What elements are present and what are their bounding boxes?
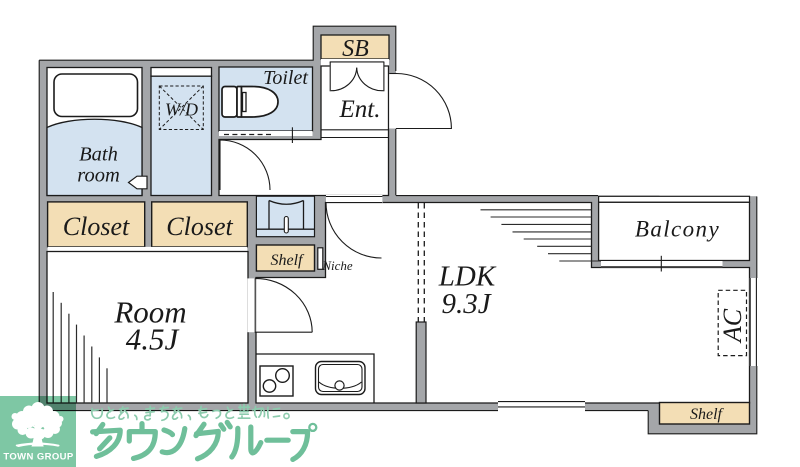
svg-text:Niche: Niche (321, 258, 353, 273)
svg-text:Room: Room (113, 295, 186, 330)
svg-text:LDK: LDK (438, 261, 497, 293)
svg-text:Balcony: Balcony (635, 217, 720, 242)
svg-text:TOWN GROUP: TOWN GROUP (3, 452, 74, 463)
svg-text:room: room (77, 165, 120, 187)
svg-text:Shelf: Shelf (271, 252, 306, 269)
svg-text:AC: AC (718, 308, 747, 344)
svg-text:9.3J: 9.3J (441, 288, 491, 320)
svg-text:W/D: W/D (165, 100, 198, 120)
svg-text:Bath: Bath (79, 144, 118, 166)
svg-text:Toilet: Toilet (263, 67, 308, 89)
svg-text:4.5J: 4.5J (126, 322, 180, 357)
svg-text:Ent.: Ent. (339, 96, 381, 123)
svg-text:Closet: Closet (166, 212, 233, 241)
svg-text:SB: SB (342, 36, 369, 62)
svg-text:Shelf: Shelf (690, 406, 725, 423)
svg-text:Closet: Closet (63, 212, 130, 241)
